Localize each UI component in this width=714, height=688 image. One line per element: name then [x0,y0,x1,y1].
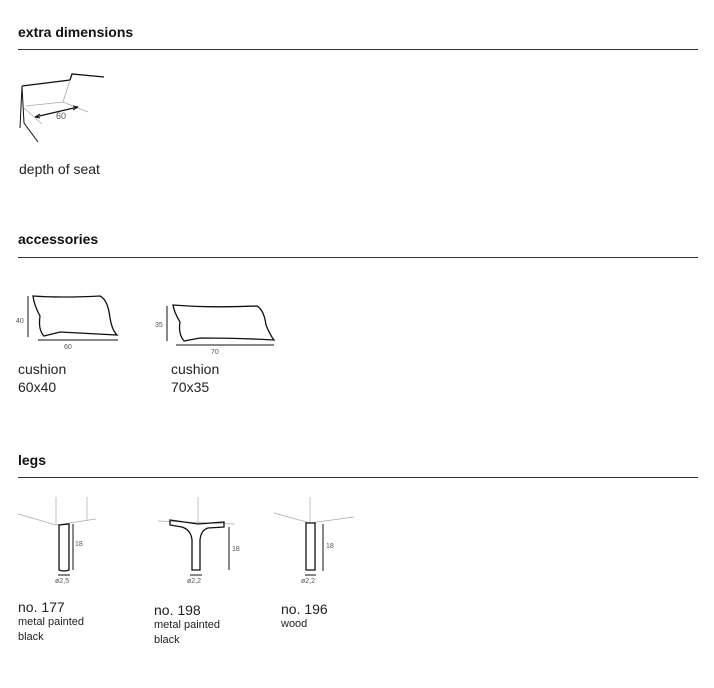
seat-depth-label: depth of seat [19,161,100,177]
section-title-accessories: accessories [18,231,99,247]
leg-177-height: 18 [75,541,83,548]
cushion-2-name: cushion [171,361,220,377]
leg-198-drawing [157,497,236,576]
cushion-1-size: 60x40 [18,379,57,395]
leg-177-drawing [17,497,97,576]
leg-198-number: no. 198 [154,602,201,618]
cushion-1-width: 60 [64,344,72,351]
divider [18,49,698,50]
leg-196-drawing [273,497,355,576]
cushion-2-height: 35 [155,322,163,329]
leg-196-number: no. 196 [281,601,328,617]
leg-198-diameter: ø2,2 [187,578,202,585]
cushion-1-height: 40 [16,318,24,325]
leg-198-color: black [154,634,180,646]
leg-196-diameter: ø2,2 [301,578,316,585]
seat-depth-dim: 60 [56,111,67,121]
leg-177-diameter: ø2,5 [55,578,70,585]
leg-177-color: black [18,631,44,643]
divider [18,257,698,258]
section-title-legs: legs [18,452,47,468]
cushion-60x40-drawing [27,295,119,341]
cushion-2-size: 70x35 [171,379,210,395]
cushion-70x35-drawing [166,304,276,346]
cushion-2-width: 70 [211,349,219,356]
leg-196-material: wood [281,618,308,630]
cushion-1-name: cushion [18,361,67,377]
leg-198-material: metal painted [154,619,221,631]
leg-177-material: metal painted [18,616,85,628]
leg-177-number: no. 177 [18,599,65,615]
seat-depth-drawing [19,73,105,143]
leg-198-height: 18 [232,546,240,553]
divider [18,477,698,478]
leg-196-height: 18 [326,543,334,550]
section-title-extra-dimensions: extra dimensions [18,24,134,40]
